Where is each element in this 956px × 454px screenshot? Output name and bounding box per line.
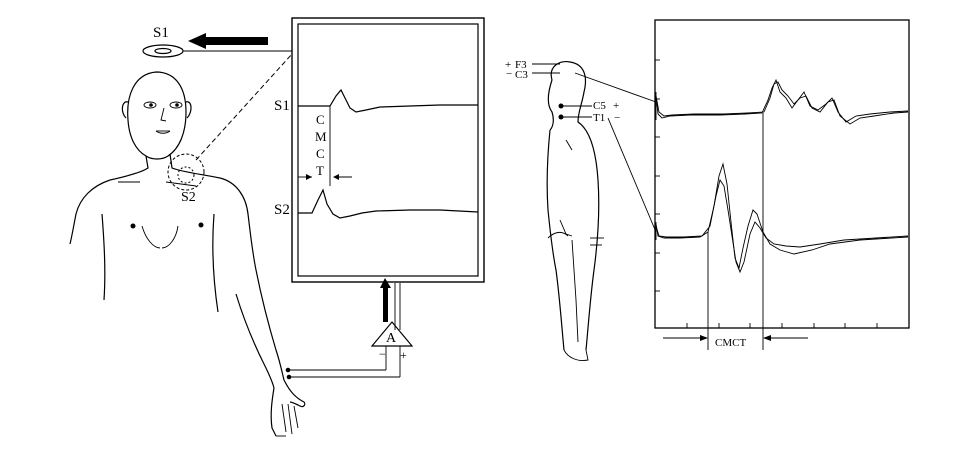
side-figure — [546, 61, 604, 361]
trace-cortical-2 — [655, 81, 909, 125]
amplifier: A − + — [290, 321, 414, 378]
cmct-label: CMCT — [715, 337, 746, 349]
electrode-labels: + F3 − C3 C5 + T1 − — [505, 59, 620, 124]
connector-upper — [574, 72, 657, 103]
t1-polarity: − — [614, 112, 620, 124]
s2-label: S2 — [181, 190, 196, 205]
screen-s2-label: S2 — [274, 202, 290, 218]
connector-lower — [607, 117, 657, 233]
c5-label: C5 — [593, 100, 606, 112]
c5-polarity: + — [613, 100, 619, 112]
amp-plus-label: + — [400, 348, 407, 362]
cmct-letter-c1: C — [316, 112, 325, 127]
cmct-letter-c2: C — [316, 146, 325, 161]
arrow-left-small-icon — [333, 174, 339, 180]
s2-coil: S2 — [167, 153, 205, 205]
trace-cervical-1 — [655, 162, 909, 270]
trace-cervical-2 — [655, 178, 909, 274]
s1-label: S1 — [153, 25, 169, 41]
c3-label: C3 — [515, 69, 528, 81]
cmct-letter-m: M — [315, 129, 327, 144]
trace-s2 — [298, 188, 479, 219]
amp-minus-label: − — [379, 347, 386, 361]
screen-s1-label: S1 — [274, 98, 290, 114]
human-figure — [69, 71, 306, 437]
arrow-right-cmct-icon — [700, 335, 708, 341]
right-oscilloscope — [654, 19, 910, 350]
s1-coil: S1 — [142, 25, 184, 58]
cmct-letter-t: T — [316, 163, 324, 178]
arrow-left-cmct-icon — [763, 335, 771, 341]
arrow-up-icon — [380, 278, 391, 322]
trace-cortical-1 — [655, 78, 909, 123]
c3-polarity: − — [506, 68, 512, 80]
f3-polarity: + — [505, 59, 511, 71]
trace-s1 — [298, 88, 478, 113]
oscilloscope-screen: S1 S2 C M C T — [274, 17, 485, 283]
arrow-left-icon — [188, 33, 268, 49]
t1-label: T1 — [593, 112, 605, 124]
cmct-interval: CMCT — [663, 335, 808, 349]
arrow-right-icon — [306, 174, 312, 180]
amplifier-label: A — [386, 331, 397, 346]
f3-label: F3 — [515, 59, 527, 71]
